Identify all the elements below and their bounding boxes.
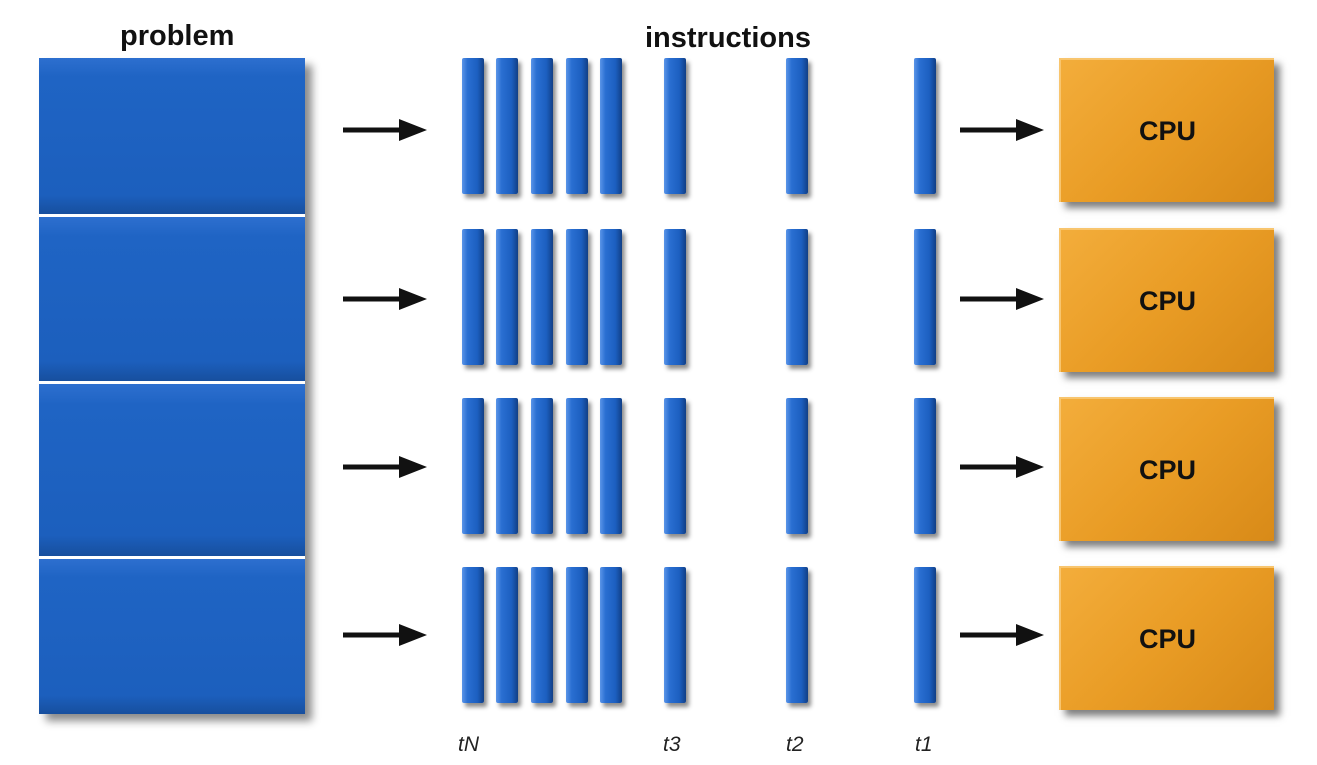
cpu-label: CPU	[1138, 285, 1196, 316]
instruction-bar	[462, 229, 484, 365]
problem-divider	[39, 214, 305, 217]
instruction-bar	[566, 398, 588, 534]
instruction-bar	[786, 229, 808, 365]
instruction-bar	[914, 58, 936, 194]
right-arrow-icon	[960, 456, 1044, 478]
instruction-bar	[566, 567, 588, 703]
instruction-bar	[600, 398, 622, 534]
instruction-bar	[566, 229, 588, 365]
time-label-t1: t1	[915, 733, 933, 756]
right-arrow-icon	[960, 119, 1044, 141]
cpu-label: CPU	[1138, 454, 1196, 485]
time-label-t2: t2	[786, 733, 804, 756]
right-arrow-icon	[960, 624, 1044, 646]
cpu-box: CPU	[1059, 228, 1274, 372]
instruction-bar	[664, 567, 686, 703]
problem-section	[39, 559, 305, 714]
problem-block	[39, 58, 305, 714]
cpu-box: CPU	[1059, 566, 1274, 710]
time-label-tN: tN	[458, 733, 479, 756]
time-label-t3: t3	[663, 733, 681, 756]
problem-divider	[39, 556, 305, 559]
problem-section	[39, 58, 305, 214]
instruction-bar	[786, 567, 808, 703]
instruction-bar	[496, 567, 518, 703]
instruction-bar	[600, 58, 622, 194]
instruction-bar	[600, 229, 622, 365]
instruction-bar	[496, 229, 518, 365]
right-arrow-icon	[343, 119, 427, 141]
instruction-bar	[462, 567, 484, 703]
right-arrow-icon	[343, 624, 427, 646]
instructions-title: instructions	[645, 22, 811, 54]
instruction-bar	[600, 567, 622, 703]
instruction-bar	[664, 398, 686, 534]
cpu-box: CPU	[1059, 58, 1274, 202]
instruction-bar	[531, 58, 553, 194]
instruction-bar	[914, 567, 936, 703]
cpu-box: CPU	[1059, 397, 1274, 541]
right-arrow-icon	[343, 456, 427, 478]
instruction-bar	[462, 58, 484, 194]
problem-title: problem	[120, 20, 235, 52]
right-arrow-icon	[343, 288, 427, 310]
instruction-bar	[664, 229, 686, 365]
instruction-bar	[496, 58, 518, 194]
instruction-bar	[786, 398, 808, 534]
problem-section	[39, 384, 305, 556]
problem-divider	[39, 381, 305, 384]
instruction-bar	[531, 229, 553, 365]
right-arrow-icon	[960, 288, 1044, 310]
instruction-bar	[531, 398, 553, 534]
instruction-bar	[566, 58, 588, 194]
cpu-label: CPU	[1138, 115, 1196, 146]
cpu-label: CPU	[1138, 623, 1196, 654]
problem-section	[39, 217, 305, 381]
instruction-bar	[914, 229, 936, 365]
instruction-bar	[664, 58, 686, 194]
instruction-bar	[914, 398, 936, 534]
instruction-bar	[496, 398, 518, 534]
instruction-bar	[462, 398, 484, 534]
instruction-bar	[531, 567, 553, 703]
instruction-bar	[786, 58, 808, 194]
